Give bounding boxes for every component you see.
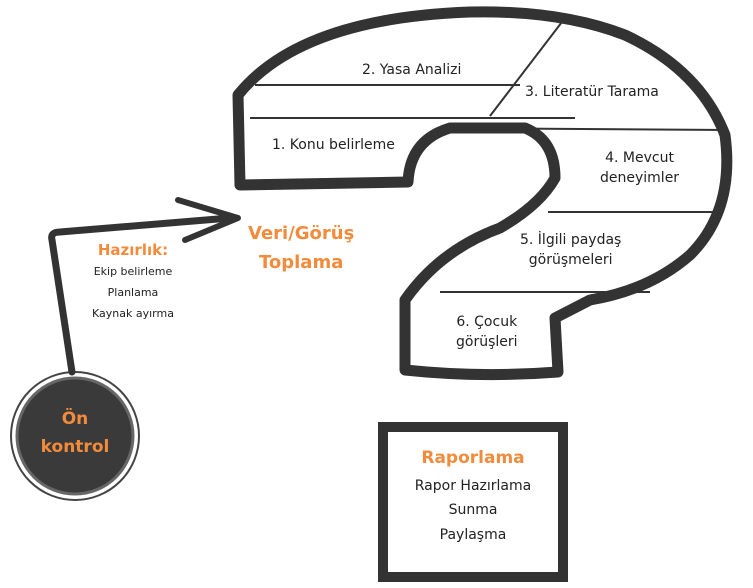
step-label: 6. Çocuk xyxy=(456,314,518,330)
reporting-title: Raporlama xyxy=(421,448,525,468)
preparation-item: Planlama xyxy=(107,285,159,299)
question-mark-outline xyxy=(232,6,733,381)
preparation-item: Ekip belirleme xyxy=(93,264,173,278)
reporting-block: Raporlama Rapor Hazırlama Sunma Paylaşma xyxy=(393,444,553,547)
step-konu-belirleme: 1. Konu belirleme xyxy=(272,137,395,153)
separator-line xyxy=(439,127,729,131)
precontrol-line: Ön xyxy=(61,409,89,429)
precontrol-circle xyxy=(15,376,135,496)
arrow-head-icon xyxy=(175,197,241,243)
collection-title: Veri/Görüş Toplama xyxy=(248,220,354,278)
reporting-item: Paylaşma xyxy=(439,526,507,543)
collection-title-line: Veri/Görüş xyxy=(248,223,355,244)
step-label: deneyimler xyxy=(600,170,680,187)
collection-title-line: Toplama xyxy=(258,251,344,273)
step-literatur-tarama: 3. Literatür Tarama xyxy=(525,84,659,100)
step-cocuk-gorusleri: 6. Çocuk görüşleri xyxy=(456,312,518,353)
preparation-item: Kaynak ayırma xyxy=(92,306,174,320)
step-mevcut-deneyimler: 4. Mevcut deneyimler xyxy=(600,148,679,189)
step-paydas-gorusmeleri: 5. İlgili paydaş görüşmeleri xyxy=(520,230,621,271)
reporting-item: Rapor Hazırlama xyxy=(414,477,532,494)
step-yasa-analizi: 2. Yasa Analizi xyxy=(362,62,462,78)
step-label: görüşmeleri xyxy=(528,252,613,269)
report-box xyxy=(378,422,568,582)
flow-arrow xyxy=(48,214,234,376)
precontrol-line: kontrol xyxy=(40,437,110,458)
reporting-item: Sunma xyxy=(448,502,498,519)
step-label: 5. İlgili paydaş xyxy=(520,232,622,248)
step-label: 4. Mevcut xyxy=(605,150,674,166)
separator-line xyxy=(489,17,566,117)
precontrol-label: Ön kontrol xyxy=(40,405,110,461)
preparation-title: Hazırlık: xyxy=(97,241,169,259)
preparation-block: Hazırlık: Ekip belirleme Planlama Kaynak… xyxy=(92,240,174,324)
step-label: görüşleri xyxy=(456,334,518,351)
